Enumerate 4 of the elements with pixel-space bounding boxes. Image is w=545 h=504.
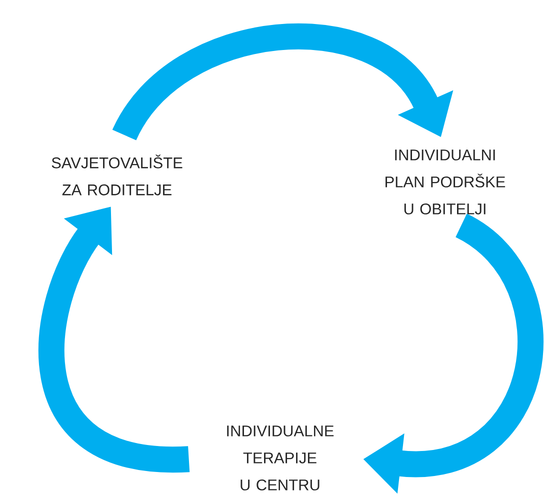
label-text: INDIVIDUALNI PLAN PODRŠKE U OBITELJI — [386, 150, 506, 214]
label-text: INDIVIDUALNE TERAPIJE U CENTRU — [227, 426, 334, 490]
curved-arrow — [113, 24, 454, 142]
label-text: SAVJETOVALIŠTE ZA RODITELJE — [52, 154, 182, 196]
